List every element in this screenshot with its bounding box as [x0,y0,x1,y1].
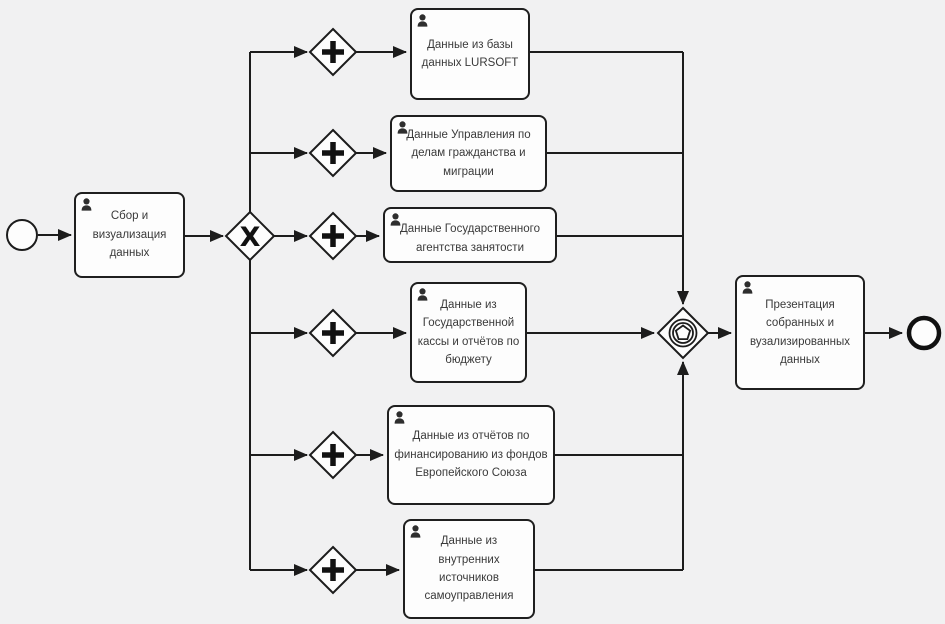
task-label: Данные Государственного агентства занято… [399,223,541,254]
event-gateway-outer-circle-icon [668,318,698,348]
task-presentation-data: Презентация собранных и вузализированных… [735,275,865,390]
parallel-gateway-3 [308,211,358,261]
user-icon [394,411,405,424]
task-label: Данные из Государственной кассы и отчёто… [417,298,520,366]
task-label: Презентация собранных и вузализированных… [750,298,850,366]
event-gateway-pentagon-icon [674,324,692,341]
task-employment-agency-data: Данные Государственного агентства занято… [383,207,557,263]
user-icon [410,525,421,538]
task-eu-funds-data: Данные из отчётов по финансированию из ф… [387,405,555,505]
task-internal-sources-data: Данные из внутренних источников самоупра… [403,519,535,619]
plus-icon [322,559,344,581]
exclusive-gateway-x-icon: X [240,222,261,253]
parallel-gateway-5 [308,430,358,480]
task-label: Данные из отчётов по финансированию из ф… [394,430,548,480]
parallel-gateways [308,27,358,595]
parallel-gateway-2 [308,128,358,178]
plus-icon [322,322,344,344]
task-label: Сбор и визуализация данных [92,210,167,260]
event-gateway-inner-circle-icon [672,322,694,344]
plus-icon [322,444,344,466]
start-event [6,219,38,251]
user-icon [417,14,428,27]
task-treasury-budget-data: Данные из Государственной кассы и отчёто… [410,282,527,383]
plus-icon [322,225,344,247]
sequence-flows [38,46,903,576]
user-icon [417,288,428,301]
parallel-gateway-6 [308,545,358,595]
event-based-gateway [656,306,710,360]
task-label: Данные Управления по делам гражданства и… [406,128,531,178]
task-lursoft-data: Данные из базы данных LURSOFT [410,8,530,100]
plus-icon [322,142,344,164]
parallel-gateway-4 [308,308,358,358]
end-event [906,315,942,351]
parallel-gateway-1 [308,27,358,77]
user-icon [81,198,92,211]
task-collect-visualize-data: Сбор и визуализация данных [74,192,185,278]
user-icon [390,213,401,226]
exclusive-gateway: X [224,210,276,262]
plus-icon [322,41,344,63]
task-label: Данные из базы данных LURSOFT [421,38,519,69]
user-icon [742,281,753,294]
user-icon [397,121,408,134]
task-label: Данные из внутренних источников самоупра… [424,535,514,603]
task-citizenship-migration-data: Данные Управления по делам гражданства и… [390,115,547,192]
